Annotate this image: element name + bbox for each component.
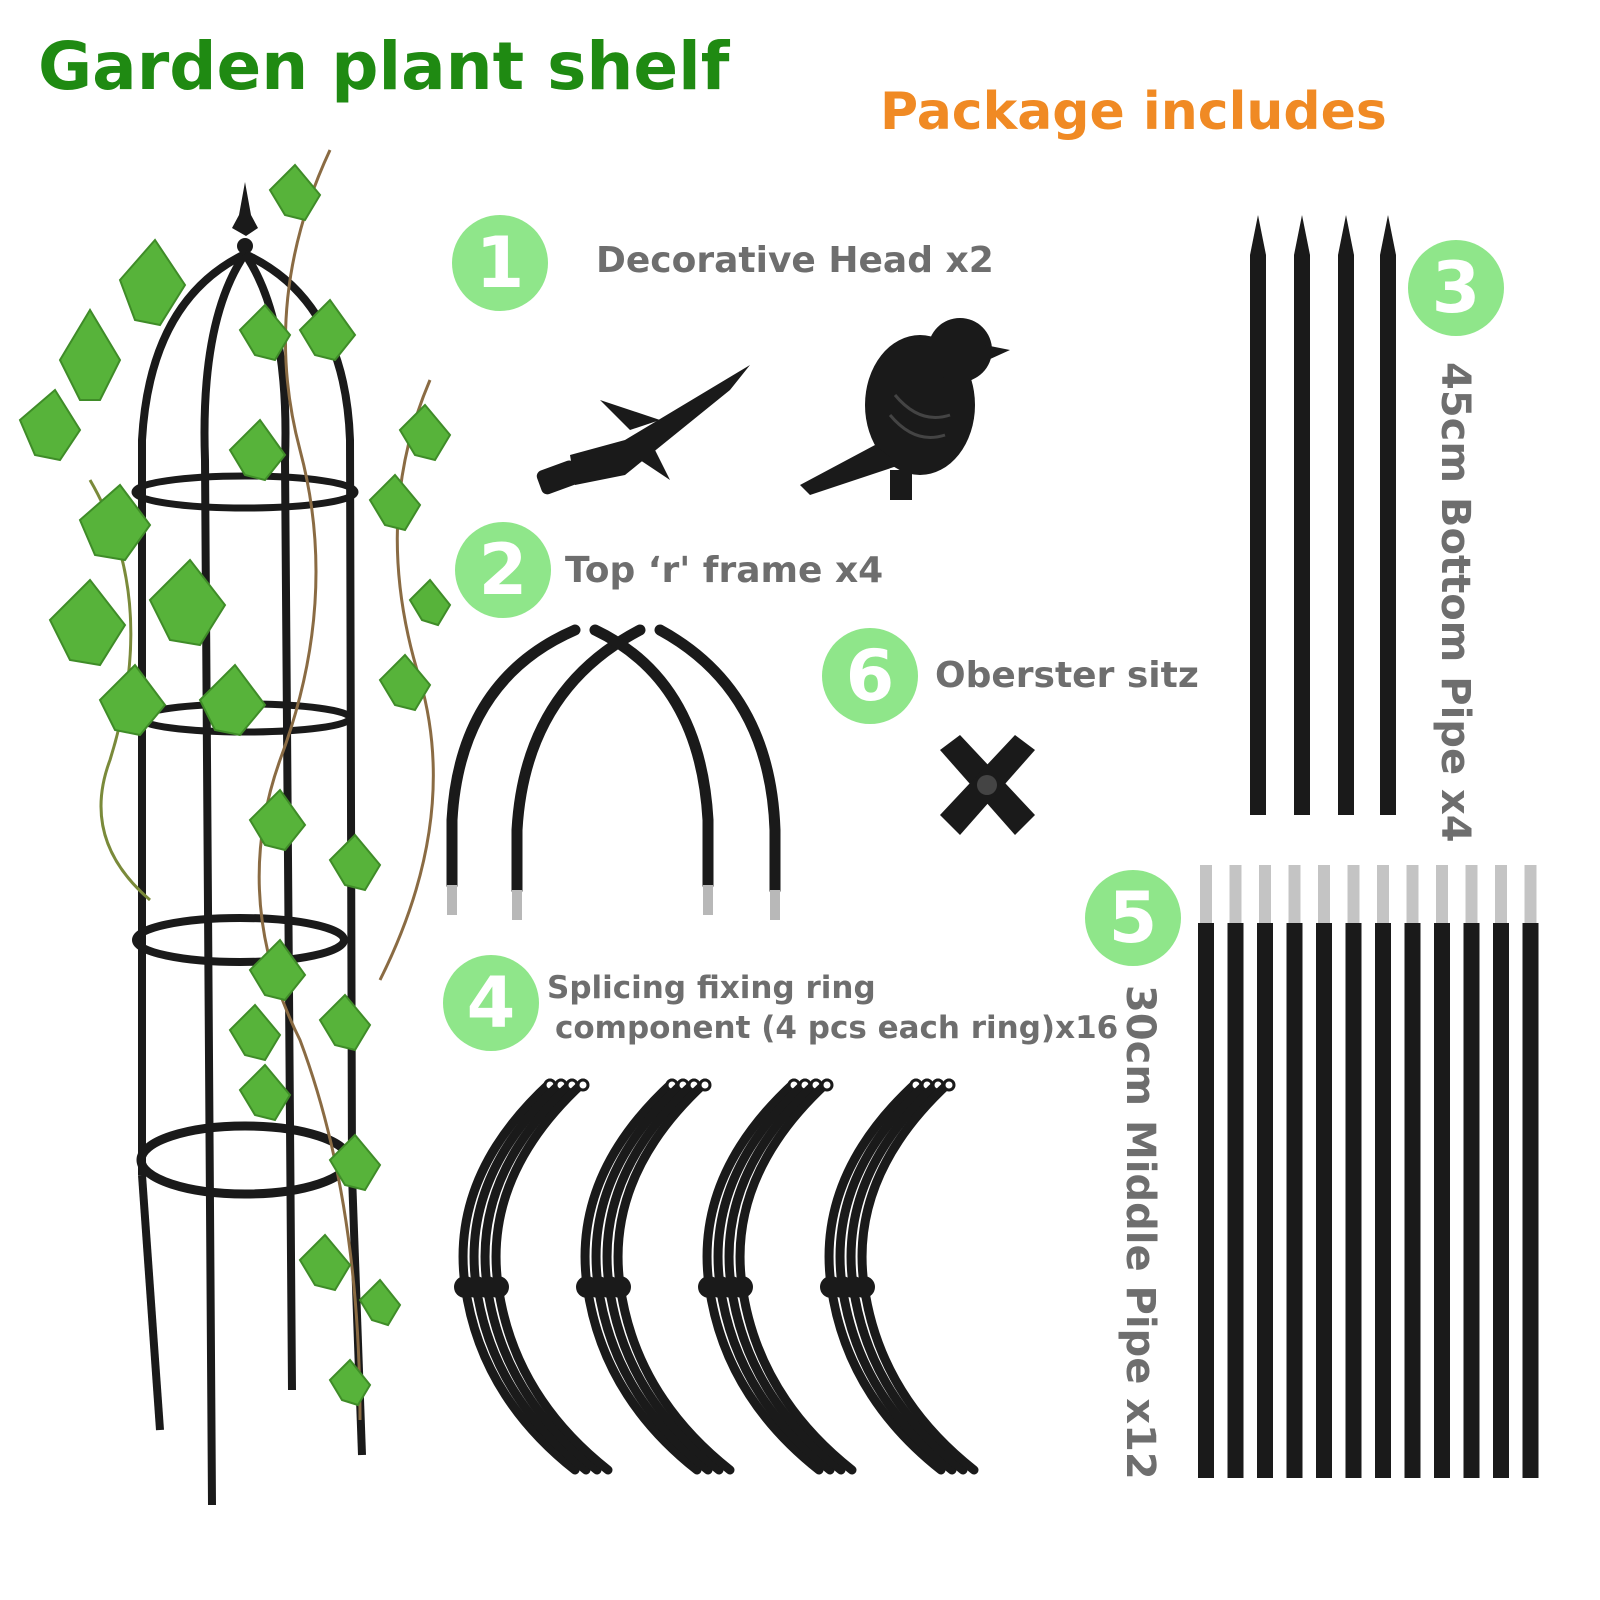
item-6-label: Oberster sitz <box>935 655 1199 696</box>
middle-pipe <box>1286 923 1303 1478</box>
item-2-badge: 2 <box>455 522 551 618</box>
middle-pipe <box>1493 923 1509 1478</box>
middle-pipe <box>1404 923 1421 1478</box>
item-4-label-line2: component (4 pcs each ring)x16 <box>555 1010 1119 1046</box>
top-r-frame-parts <box>446 624 781 920</box>
ring-joint <box>609 1276 631 1298</box>
pipe-tip <box>1259 865 1271 925</box>
middle-pipe <box>1227 923 1244 1478</box>
middle-pipe <box>1463 923 1480 1478</box>
pipe-tip <box>1524 865 1537 925</box>
pipe-tip <box>1318 865 1330 925</box>
pipe-tip <box>1288 865 1301 925</box>
ring-hole <box>820 1078 834 1092</box>
ring-hole <box>698 1078 712 1092</box>
top-seat-connector-part <box>940 735 1035 835</box>
pipe-tip <box>1436 865 1448 925</box>
pipe-tip <box>1229 865 1242 925</box>
item-2-label: Top ‘r' frame x4 <box>565 550 884 591</box>
middle-pipe-parts <box>1198 865 1539 1478</box>
ring-joint <box>731 1276 753 1298</box>
bottom-pipe-parts <box>1250 215 1396 815</box>
bird-finial-part <box>800 318 1010 500</box>
middle-pipe <box>1434 923 1450 1478</box>
spear-finial-part <box>536 365 750 495</box>
trellis-illustration <box>18 149 452 1506</box>
item-3-badge: 3 <box>1408 240 1504 336</box>
item-6-badge: 6 <box>822 628 918 724</box>
package-title: Package includes <box>880 82 1387 142</box>
item-4-label-line1: Splicing fixing ring <box>547 970 876 1006</box>
item-1-label: Decorative Head x2 <box>596 240 994 281</box>
middle-pipe <box>1522 923 1539 1478</box>
item-4-badge: 4 <box>443 955 539 1051</box>
pipe-tip <box>1347 865 1360 925</box>
middle-pipe <box>1316 923 1332 1478</box>
pipe-tip <box>1465 865 1478 925</box>
item-3-label: 45cm Bottom Pipe x4 <box>1432 362 1478 843</box>
ring-joint <box>853 1276 875 1298</box>
page-title: Garden plant shelf <box>38 28 730 105</box>
pipe-tip <box>1377 865 1389 925</box>
middle-pipe <box>1345 923 1362 1478</box>
pipe-tip <box>1406 865 1419 925</box>
middle-pipe <box>1198 923 1214 1478</box>
splicing-ring-parts <box>454 1078 979 1475</box>
middle-pipe <box>1257 923 1273 1478</box>
ring-hole <box>576 1078 590 1092</box>
pipe-tip <box>1495 865 1507 925</box>
middle-pipe <box>1375 923 1391 1478</box>
ring-joint <box>487 1276 509 1298</box>
item-5-badge: 5 <box>1085 870 1181 966</box>
item-1-badge: 1 <box>452 215 548 311</box>
item-5-label: 30cm Middle Pipe x12 <box>1117 985 1163 1480</box>
ring-hole <box>942 1078 956 1092</box>
pipe-tip <box>1200 865 1212 925</box>
